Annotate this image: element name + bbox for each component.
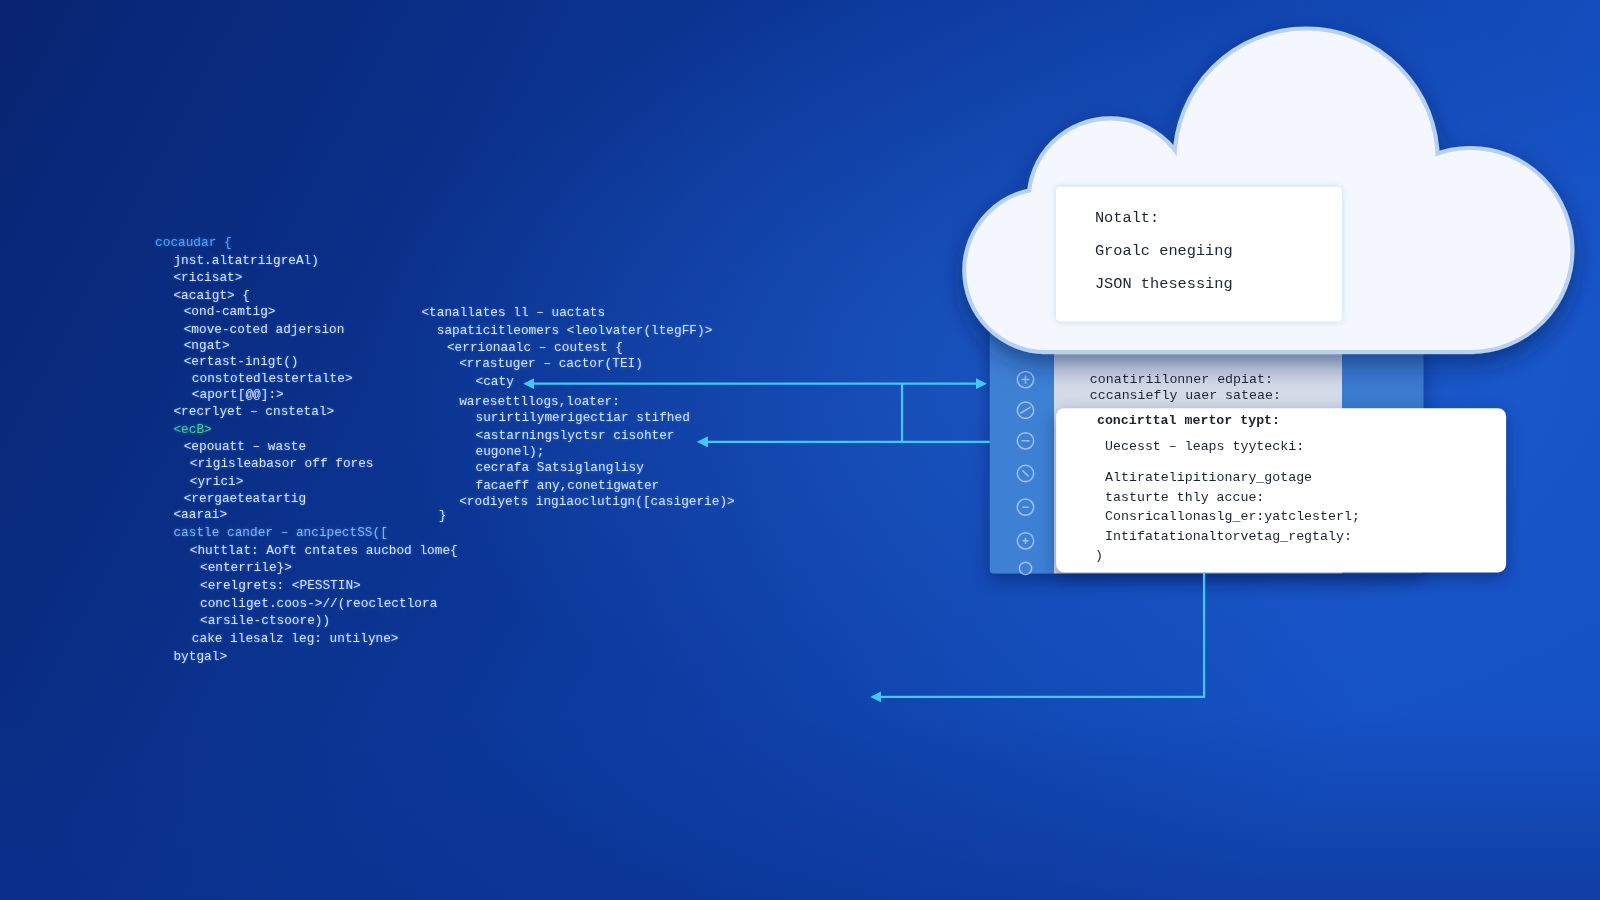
code-line: <epouatt – waste	[184, 439, 306, 455]
flow-arrow	[526, 383, 985, 385]
node-text: cccansiefly uaer sateae:	[1090, 388, 1424, 404]
code-line: <aport[@@]:>	[192, 387, 284, 403]
node-text: Intifatationaltorvetag_regtaly:	[1105, 527, 1506, 546]
code-line: waresettllogs,loater:	[459, 394, 620, 410]
code-line: concliget.coos->//(reoclectlora	[200, 596, 437, 612]
flow-line	[901, 384, 903, 442]
node-text: )	[1095, 546, 1506, 565]
code-line: <astarningslyctsr cisohter	[476, 428, 675, 444]
code-line: <move-coted adjersion	[184, 321, 345, 337]
code-line: <rrastuger – cactor(TEI)	[459, 356, 643, 372]
flow-arrow	[872, 572, 1204, 696]
code-line: bytgal>	[173, 649, 227, 665]
code-line: facaeff any,conetigwater	[476, 478, 660, 494]
code-line: <ertast-inigt()	[184, 354, 299, 370]
code-card: concirttal mertor typt: Uecesst – leaps t…	[1056, 408, 1506, 572]
code-line: cecrafa Satsiglanglisy	[476, 460, 644, 476]
code-line: <recrlyet – cnstetal>	[173, 404, 334, 420]
node-text: conatiriilonner edpiat:	[1090, 371, 1424, 387]
node-text: Groalc enegiing	[1095, 236, 1342, 269]
code-line: <errionaalc – coutest {	[447, 340, 623, 356]
code-line: sapaticitleomers <leolvater(ltegFF)>	[437, 322, 713, 338]
cloud-body	[966, 31, 1570, 350]
code-line: <aarai>	[173, 507, 227, 523]
code-line: jnst.altatriigreAl)	[173, 253, 318, 269]
code-line: <rodiyets ingiaoclutign([casigerie)>	[459, 494, 735, 510]
code-line: constotedlestertalte>	[192, 370, 353, 386]
cloud-note-box: Notalt:Groalc enegiingJSON thesessing	[1056, 187, 1342, 322]
code-line: castle cander – ancipectSS([	[173, 524, 387, 540]
code-line: <yrici>	[190, 473, 244, 489]
code-line: <ecB>	[173, 421, 211, 437]
code-line: surirtilymerigectiar stifhed	[476, 410, 690, 426]
node-text: Consricallonaslg_er:yatclesterl;	[1105, 507, 1506, 526]
code-line: <rergaeteatartig	[184, 491, 306, 507]
node-text: JSON thesessing	[1095, 268, 1342, 301]
code-line: cake ilesalz leg: untilyne>	[192, 631, 399, 647]
code-line: <ngat>	[184, 338, 230, 354]
code-line: <rigisleabasor off fores	[190, 456, 374, 472]
code-line: eugonel);	[476, 444, 545, 460]
background-floor	[0, 714, 1600, 900]
code-line: cocaudar {	[155, 235, 232, 251]
node-text: Altiratelipitionary_gotage	[1105, 467, 1506, 486]
cloud-rim	[966, 31, 1570, 350]
code-line: <huttlat: Aoft cntates aucbod lome{	[190, 543, 458, 559]
node-text: Uecesst – leaps tyytecki:	[1105, 437, 1506, 456]
code-line: <caty	[476, 373, 514, 389]
code-line: <tanallates ll – uactats	[421, 305, 605, 321]
code-line: }	[439, 508, 447, 524]
code-line: <acaigt> {	[173, 288, 250, 304]
node-text: Notalt:	[1095, 203, 1342, 236]
code-line: <ricisat>	[173, 269, 242, 285]
code-line: <erelgrets: <PESSTIN>	[200, 578, 361, 594]
node-text: tasturte thly accue:	[1105, 488, 1506, 507]
code-line: <ond-camtig>	[184, 304, 276, 320]
code-line: <enterrile}>	[200, 560, 292, 576]
node-text: concirttal mertor typt:	[1097, 411, 1506, 430]
flow-arrow	[699, 441, 990, 443]
code-line: <arsile-ctsoore))	[200, 613, 330, 629]
